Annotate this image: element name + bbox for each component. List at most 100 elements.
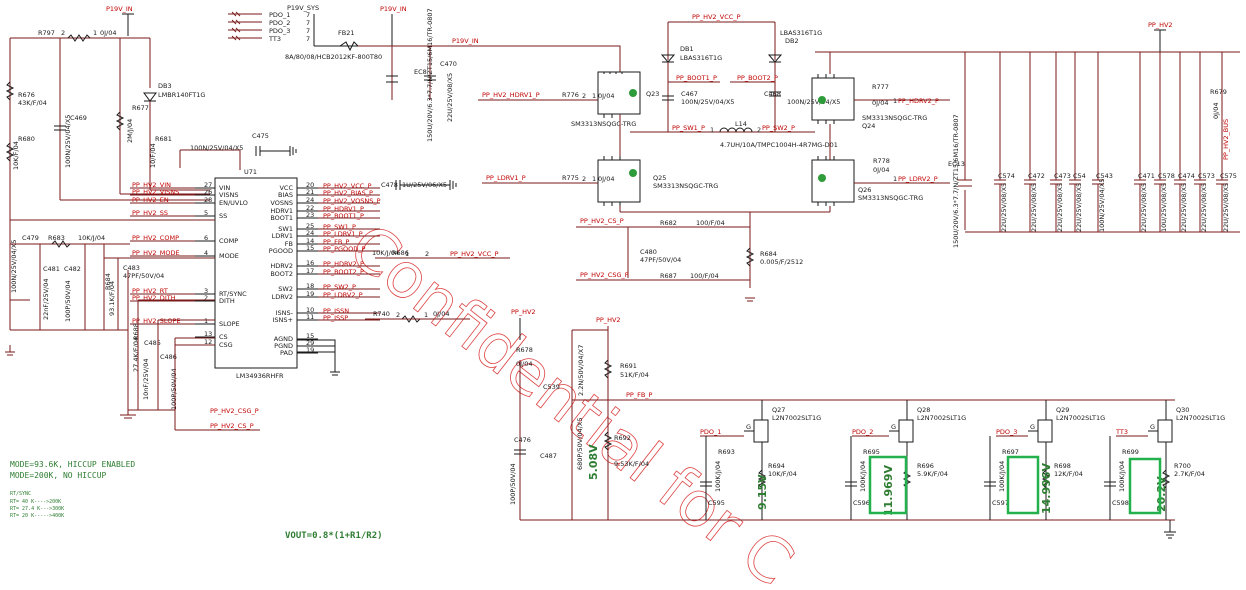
ic-pin-number: 17 [306,267,314,275]
ic-pin-name: HDRV1 [270,207,293,215]
r797-ref: R797 [38,29,55,37]
svg-text:100N/25V/04/X5: 100N/25V/04/X5 [64,115,72,168]
svg-text:12K/F/04: 12K/F/04 [1054,470,1083,478]
svg-text:C486: C486 [160,353,177,361]
svg-text:R697: R697 [1002,448,1019,456]
ic-pin-number: 13 [204,330,212,338]
svg-text:P19V_IN: P19V_IN [380,5,407,13]
bulk-capacitor-bank: C57422U/25V/08/X5C47222U/25V/08/X5C47322… [994,52,1237,232]
bulk-cap-value: 22U/25V/08/X5 [1030,183,1038,232]
svg-text:10K/F/04: 10K/F/04 [768,470,797,478]
svg-text:TT3: TT3 [268,35,281,43]
svg-text:0J/04: 0J/04 [873,166,890,174]
svg-text:C479: C479 [22,234,39,242]
svg-text:PP_HV2_CSG_P: PP_HV2_CSG_P [210,407,259,415]
svg-text:RT= 27.4 K--->300K: RT= 27.4 K--->300K [10,506,64,512]
output-bank: PP_HV2 EC13 150U/20V/6.3*7.7/N/ZT15/6M16… [948,21,1240,248]
svg-text:C596: C596 [853,499,870,507]
ic-pin-net: PP_HDRV1_P [323,205,364,213]
svg-text:0J/04: 0J/04 [433,310,450,318]
svg-text:EC8: EC8 [414,68,427,76]
highlight-box-pdo2 [868,455,908,515]
mosfet-part: L2N7002SLT1G [917,414,966,422]
ic-pin-net: PP_HDRV2_P [323,260,364,268]
pdo-net: TT3 [1115,428,1128,436]
mosfet-ref: Q27 [772,406,785,414]
svg-text:C485: C485 [144,339,161,347]
ic-left-pins: VIN27PP_HV2_VINVISNS26PP_HV2_VISNSEN/UVL… [130,181,248,349]
ic-pin-name: MODE [219,252,239,260]
svg-text:LMBR140FT1G: LMBR140FT1G [158,91,205,99]
ic-pin-net: PP_ISSN [323,307,349,315]
ic-pin-name: HDRV2 [270,262,293,270]
svg-text:PP_HV2: PP_HV2 [1148,21,1173,29]
svg-text:FB21: FB21 [338,29,354,37]
svg-text:9.53K/F/04: 9.53K/F/04 [614,460,649,468]
ic-pin-number: 24 [306,229,314,237]
svg-text:C487: C487 [540,452,557,460]
ic-pin-name: EN/UVLO [219,199,248,207]
ic-pin-name: BOOT1 [270,214,293,222]
ic-pin-net: PP_HV2_SLOPE [132,317,180,325]
svg-text:1: 1 [424,311,428,319]
ic-pin-number: 19 [306,346,314,354]
svg-text:10/F/04: 10/F/04 [149,143,157,168]
svg-text:7: 7 [306,27,310,35]
svg-text:100K/J/04: 100K/J/04 [998,461,1006,492]
svg-text:5.08V: 5.08V [587,444,600,480]
svg-text:R696: R696 [917,462,934,470]
ic-pin-name: FB [285,240,293,248]
bulk-cap-ref: C575 [1220,172,1237,180]
bulk-cap-value: 22U/25V/08/X5 [1075,183,1083,232]
ic-pin-name: PGOOD [269,247,293,255]
svg-text:7: 7 [306,19,310,27]
svg-text:R698: R698 [1054,462,1071,470]
ic-pin-number: 28 [204,196,212,204]
svg-text:2: 2 [582,175,586,183]
svg-text:100/F/04: 100/F/04 [690,272,719,280]
svg-text:PP_HV2_BUS: PP_HV2_BUS [1222,119,1230,160]
svg-text:2.2N/50V/04/X7: 2.2N/50V/04/X7 [577,345,585,396]
bulk-cap-ref: C472 [1028,172,1045,180]
svg-text:C478: C478 [381,181,398,189]
svg-text:PP_HV2: PP_HV2 [511,308,536,316]
svg-text:LBAS316T1G: LBAS316T1G [680,54,722,62]
ic-u71: U71 LM34936RHFR [214,168,298,380]
svg-text:G: G [891,423,896,431]
svg-text:RT= 40 K---->200K: RT= 40 K---->200K [10,499,61,505]
svg-text:1: 1 [405,250,409,258]
ic-pin-number: 21 [306,188,314,196]
svg-text:0J/04: 0J/04 [598,175,615,183]
svg-text:7: 7 [306,11,310,19]
ic-pin-name: ISNS- [276,309,294,317]
svg-text:27.4K/F/04: 27.4K/F/04 [132,337,140,372]
ic-pin-name: CS [219,333,228,341]
ic-pin-net: PP_FB_P [323,238,350,246]
svg-text:R684: R684 [760,250,777,258]
bulk-cap-value: 100N/25V/04/X5 [1098,179,1106,232]
svg-text:C598: C598 [1112,499,1129,507]
ic-pin-name: SW1 [278,225,293,233]
svg-text:2M/J/04: 2M/J/04 [126,119,134,143]
rail-p19v-in-top: P19V_IN [106,5,133,13]
svg-text:47PF/50V/04: 47PF/50V/04 [123,272,164,280]
svg-text:0.005/F/2512: 0.005/F/2512 [760,258,803,266]
ic-pin-net: PP_PGOOD_P [323,245,366,253]
input-section: P19V_IN R797 2 1 0J/04 R676 43K/F/04 R68… [5,5,297,301]
svg-text:10nF/25V/04: 10nF/25V/04 [142,359,150,401]
svg-text:PP_HV2_CSG_P: PP_HV2_CSG_P [580,271,629,279]
svg-text:EC13: EC13 [948,160,965,168]
svg-text:1: 1 [592,92,596,100]
pdo-net: PDO_1 [700,428,721,436]
svg-text:PDO_3: PDO_3 [269,27,290,35]
ic-pin-number: 24 [306,196,314,204]
svg-text:100K/J/04: 100K/J/04 [859,461,867,492]
ic-pin-name: SLOPE [219,320,240,328]
mosfet-ref: Q28 [917,406,930,414]
svg-text:C475: C475 [252,132,269,140]
svg-text:R679: R679 [1210,88,1227,96]
svg-text:150U/20V/6.3*7.7/N/ZT15/6M16/T: 150U/20V/6.3*7.7/N/ZT15/6M16/TR-0807 [426,8,434,142]
ic-pin-net: PP_LDRV2_P [323,291,363,299]
bulk-cap-value: 22U/25V/08/X5 [1180,183,1188,232]
